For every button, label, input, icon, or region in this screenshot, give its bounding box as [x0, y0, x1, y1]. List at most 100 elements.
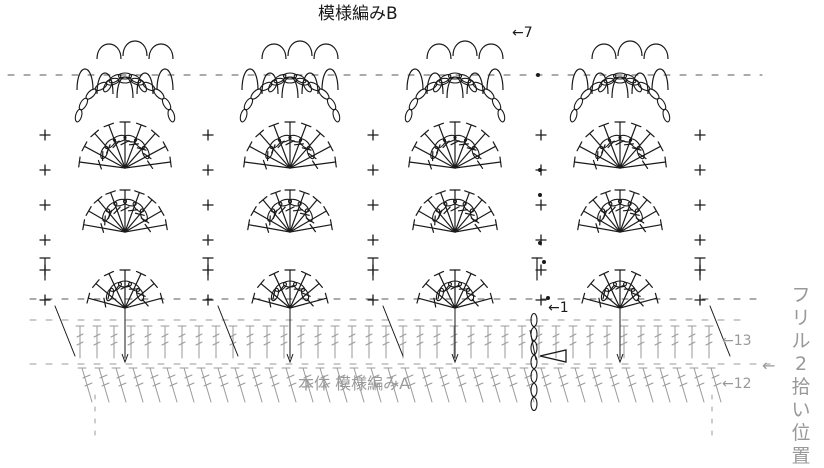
dc-top — [412, 142, 417, 151]
chain-stitch — [569, 109, 578, 123]
double-crochet-stitch — [125, 271, 146, 308]
single-crochet-stitch — [203, 130, 213, 140]
dc-stem — [441, 193, 455, 232]
chain-stitch — [292, 281, 306, 293]
double-crochet-stitch — [104, 123, 125, 168]
edge-chain-stitch — [531, 398, 537, 411]
dc-top — [313, 197, 321, 203]
double-crochet-stitch — [40, 258, 50, 280]
dc-top — [94, 197, 102, 203]
dc-top — [82, 142, 87, 151]
single-crochet-stitch — [203, 165, 213, 175]
dc-top — [335, 157, 336, 167]
chain-loop — [487, 69, 503, 90]
double-crochet-stitch — [290, 123, 311, 168]
dc-bar — [105, 216, 106, 225]
chain-stitch — [662, 109, 671, 123]
single-crochet-stitch — [203, 200, 213, 210]
dc-stem — [125, 200, 152, 232]
chain-stitch — [433, 137, 447, 150]
double-crochet-stitch — [269, 271, 290, 308]
dc-top — [632, 271, 641, 275]
pickup-label-char: 置 — [788, 445, 814, 468]
double-crochet-stitch — [125, 142, 168, 168]
chain-loop — [77, 69, 93, 90]
double-crochet-stitch — [599, 271, 620, 308]
chain-loop — [97, 44, 121, 59]
single-crochet-stitch — [40, 130, 50, 140]
dc-bar — [128, 210, 137, 211]
dc-top — [495, 220, 497, 230]
dc-bar — [270, 216, 271, 225]
crochet-chart — [0, 0, 824, 450]
chain-stitch — [268, 137, 282, 150]
double-crochet-stitch — [434, 271, 455, 308]
chain-stitch — [497, 109, 506, 123]
chain-loop — [288, 41, 312, 56]
double-crochet-stitch — [120, 122, 130, 168]
chain-stitch — [598, 137, 612, 150]
chain-stitch — [167, 109, 176, 123]
single-crochet-stitch — [695, 130, 705, 140]
chain-loop — [407, 69, 423, 90]
dc-top — [248, 220, 250, 230]
row-13-marker: ←13 — [722, 334, 752, 348]
double-crochet-stitch — [247, 142, 290, 168]
dc-top — [578, 220, 580, 230]
single-crochet-stitch — [695, 165, 705, 175]
double-crochet-stitch — [412, 142, 455, 168]
single-crochet-stitch — [203, 235, 213, 245]
pickup-label-char: 位 — [788, 422, 814, 445]
dc-stem — [111, 193, 125, 232]
chain-loop — [592, 44, 616, 59]
chain-stitch — [239, 109, 248, 123]
dc-top — [423, 280, 429, 288]
dc-top — [93, 280, 99, 288]
dc-top — [660, 220, 662, 230]
double-crochet-stitch — [450, 270, 460, 308]
single-crochet-stitch — [695, 235, 705, 245]
dc-top — [589, 197, 597, 203]
dc-top — [424, 197, 432, 203]
edge-chain-stitch — [531, 384, 537, 397]
double-crochet-stitch — [599, 123, 620, 168]
dc-stem — [455, 200, 482, 232]
double-crochet-stitch — [450, 122, 460, 168]
dc-top — [489, 207, 494, 216]
dc-top — [330, 220, 332, 230]
dc-top — [481, 280, 487, 288]
single-crochet-stitch — [40, 295, 50, 305]
dc-top — [467, 271, 476, 275]
dc-stem — [276, 193, 290, 232]
dc-stem — [455, 133, 485, 168]
single-crochet-stitch — [368, 165, 378, 175]
double-crochet-stitch — [615, 270, 625, 308]
pickup-label-char: リ — [788, 307, 814, 330]
single-crochet-stitch — [368, 235, 378, 245]
dc-top — [643, 197, 651, 203]
dc-top — [478, 197, 486, 203]
single-crochet-stitch — [695, 295, 705, 305]
dc-bar — [435, 216, 436, 225]
double-crochet-stitch — [695, 258, 705, 280]
double-crochet-stitch — [82, 142, 125, 168]
dc-top — [79, 157, 80, 167]
chain-loop — [314, 44, 338, 59]
double-crochet-stitch — [290, 142, 333, 168]
dc-bar — [458, 210, 467, 211]
dc-stem — [125, 193, 139, 232]
dc-top — [137, 271, 146, 275]
dc-stem — [290, 193, 304, 232]
dc-top — [165, 220, 167, 230]
dc-stem — [620, 200, 647, 232]
single-crochet-stitch — [203, 295, 213, 305]
single-crochet-stitch — [368, 295, 378, 305]
double-crochet-stitch — [104, 271, 125, 308]
single-crochet-stitch — [40, 165, 50, 175]
chain-loop — [572, 69, 588, 90]
body-pattern-a-label: 本体 模様編みA — [298, 376, 410, 392]
double-crochet-stitch — [577, 142, 620, 168]
dc-stem — [290, 200, 317, 232]
single-crochet-stitch — [368, 200, 378, 210]
row-1-marker: ←1 — [548, 301, 569, 315]
